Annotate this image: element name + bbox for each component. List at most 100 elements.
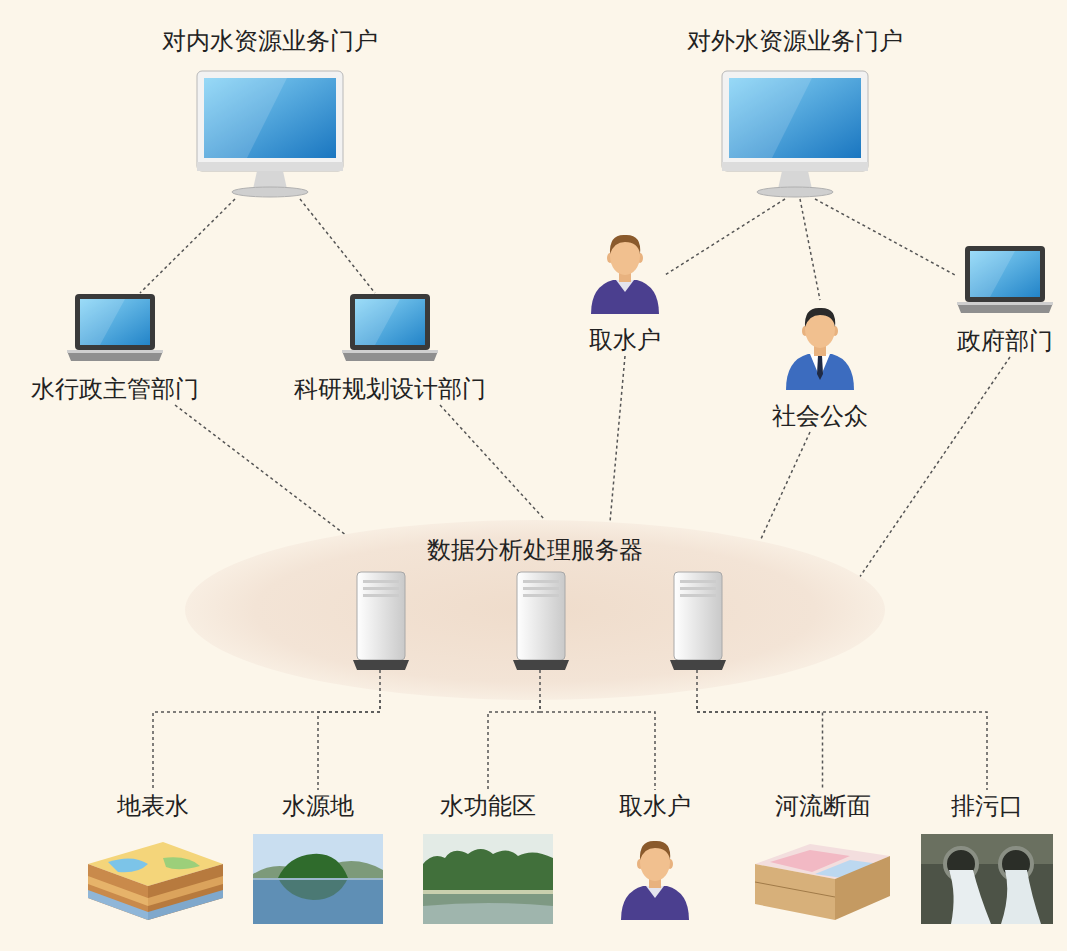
- data-source-icon-part: [423, 894, 553, 906]
- data-source-icon-part: [423, 849, 553, 892]
- data-source-icon-part: [1001, 870, 1041, 924]
- laptop-user-icon-part: [355, 299, 400, 345]
- laptop-user-icon-part: [67, 351, 163, 361]
- server-ellipse-part: [670, 660, 726, 670]
- person-user: 取水户: [585, 228, 665, 356]
- laptop-user: 政府部门: [955, 245, 1055, 357]
- person-user-icon-part: [786, 354, 854, 390]
- data-source-icon-part: [278, 854, 348, 878]
- person-user-icon-part: [591, 280, 659, 314]
- server-ellipse-part: [680, 580, 716, 583]
- node-label: 科研规划设计部门: [294, 373, 486, 405]
- laptop-user-icon-part: [80, 299, 150, 345]
- data-source-icon-part: [148, 890, 223, 920]
- server-ellipse-part: [363, 594, 399, 597]
- node-label: 地表水: [117, 790, 189, 822]
- data-source-icon-part: [148, 864, 223, 920]
- data-source-icon-part: [423, 890, 553, 894]
- data-source-icon: [423, 834, 553, 924]
- server-ellipse-part: [185, 520, 885, 700]
- portal-monitor-icon-part: [729, 78, 812, 158]
- data-source: 取水户: [615, 790, 695, 920]
- data-source: 河流断面: [750, 790, 895, 924]
- dotted-connector: [300, 199, 375, 293]
- node-label: 政府部门: [957, 325, 1053, 357]
- server-ellipse-part: [674, 572, 722, 660]
- data-source-icon-part: [108, 858, 148, 872]
- node-label: 排污口: [951, 790, 1023, 822]
- data-source-icon: [615, 834, 695, 920]
- portal-monitor-icon: [195, 69, 345, 199]
- server-ellipse-part: [670, 572, 726, 670]
- person-user-icon: [585, 228, 665, 314]
- laptop-user-icon-part: [350, 294, 430, 350]
- server-ellipse-part: [363, 580, 399, 583]
- data-source-icon-part: [423, 834, 553, 924]
- laptop-user-icon-part: [342, 351, 438, 361]
- server-ellipse-part: [680, 587, 716, 590]
- data-source-icon-part: [949, 870, 991, 924]
- server-ellipse-part: [696, 670, 698, 700]
- node-label: 取水户: [619, 790, 691, 822]
- node-label: 对外水资源业务门户: [687, 25, 903, 57]
- server-ellipse-part: [363, 587, 399, 590]
- data-source-icon-part: [423, 894, 553, 924]
- data-source-icon-part: [921, 834, 1053, 924]
- laptop-user-icon-part: [965, 246, 1045, 302]
- person-user-icon-part: [817, 356, 823, 380]
- server-ellipse-part: [523, 580, 559, 583]
- server-ellipse-part: [513, 572, 569, 670]
- server-ellipse-part: [353, 660, 409, 670]
- portal-monitor-icon-part: [232, 187, 308, 197]
- dotted-connector: [860, 357, 1010, 577]
- data-source-icon-part: [253, 878, 383, 880]
- server-ellipse-part: [539, 670, 541, 700]
- data-source-icon-part: [755, 864, 835, 920]
- laptop-user-icon-part: [342, 350, 438, 353]
- dotted-connector: [140, 199, 235, 293]
- node-label: 河流断面: [775, 790, 871, 822]
- dotted-connector: [697, 700, 987, 790]
- dotted-connector: [440, 405, 545, 520]
- server-ellipse-part: [523, 587, 559, 590]
- dotted-connector: [760, 432, 810, 541]
- portal-monitor-icon-part: [722, 71, 868, 171]
- server-ellipse-part: [517, 572, 565, 660]
- laptop-user: 科研规划设计部门: [294, 293, 486, 405]
- server-ellipse-part: [353, 572, 409, 670]
- laptop-user-icon-part: [957, 303, 1053, 313]
- server-ellipse-part: [523, 594, 559, 597]
- data-source: 水源地: [253, 790, 383, 924]
- laptop-user: 水行政主管部门: [31, 293, 199, 405]
- person-user-icon-part: [610, 235, 640, 254]
- data-source-icon-part: [640, 841, 670, 860]
- dotted-connector: [800, 199, 820, 300]
- data-source-icon: [253, 834, 383, 924]
- node-label: 取水户: [589, 324, 661, 356]
- dotted-connector: [318, 700, 380, 790]
- node-label: 社会公众: [772, 400, 868, 432]
- portal-monitor-icon-part: [253, 171, 287, 189]
- data-source-icon-part: [88, 864, 148, 920]
- person-user-icon: [780, 300, 860, 390]
- laptop-user-icon-part: [75, 294, 155, 350]
- portal-monitor-icon-part: [204, 78, 287, 158]
- laptop-user-icon-part: [80, 299, 125, 345]
- node-label: 水源地: [282, 790, 354, 822]
- laptop-user-icon-part: [957, 302, 1053, 305]
- data-source: 排污口: [921, 790, 1053, 924]
- person-user: 社会公众: [772, 300, 868, 432]
- server-ellipse-part: [513, 660, 569, 670]
- server-cluster: 数据分析处理服务器: [185, 520, 885, 700]
- laptop-user-icon: [65, 293, 165, 363]
- data-source: 水功能区: [423, 790, 553, 924]
- dotted-connector: [175, 405, 345, 534]
- portal-monitor-icon-part: [778, 171, 812, 189]
- data-source-icon-part: [163, 857, 200, 869]
- node-label: 水功能区: [440, 790, 536, 822]
- dotted-connector: [540, 700, 655, 790]
- dotted-connector: [665, 199, 785, 275]
- data-source-icon-part: [621, 886, 689, 920]
- server-ellipse-part: [379, 670, 381, 700]
- laptop-user-icon-part: [970, 251, 1015, 297]
